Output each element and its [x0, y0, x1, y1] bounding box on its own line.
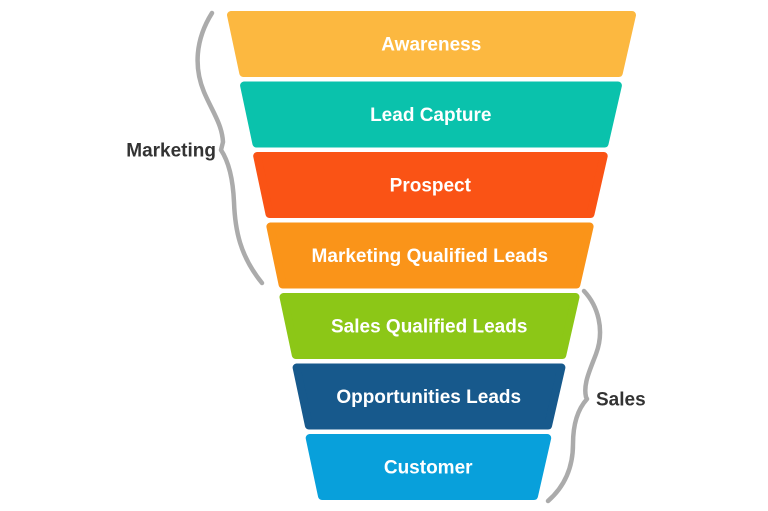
funnel-stage-label: Lead Capture [370, 105, 491, 126]
funnel-stage-6 [292, 363, 566, 430]
funnel-stage-label: Sales Qualified Leads [331, 317, 527, 338]
funnel-stage-5 [279, 293, 580, 359]
sales-brace [545, 288, 603, 504]
funnel-stage-7 [305, 434, 552, 500]
funnel-stage-label: Marketing Qualified Leads [312, 246, 549, 267]
funnel-stage-label: Opportunities Leads [336, 387, 521, 408]
funnel-stage-2 [240, 81, 622, 148]
marketing-brace [195, 10, 265, 286]
funnel-stage-1 [227, 11, 636, 77]
sales-group-label: Sales [596, 390, 646, 411]
funnel-stage-label: Awareness [381, 35, 481, 56]
funnel-stage-label: Customer [384, 458, 473, 479]
marketing-group-label: Marketing [126, 141, 216, 162]
funnel-stage-3 [253, 152, 608, 218]
funnel-stage-4 [266, 222, 594, 289]
funnel-stage-label: Prospect [390, 176, 472, 197]
